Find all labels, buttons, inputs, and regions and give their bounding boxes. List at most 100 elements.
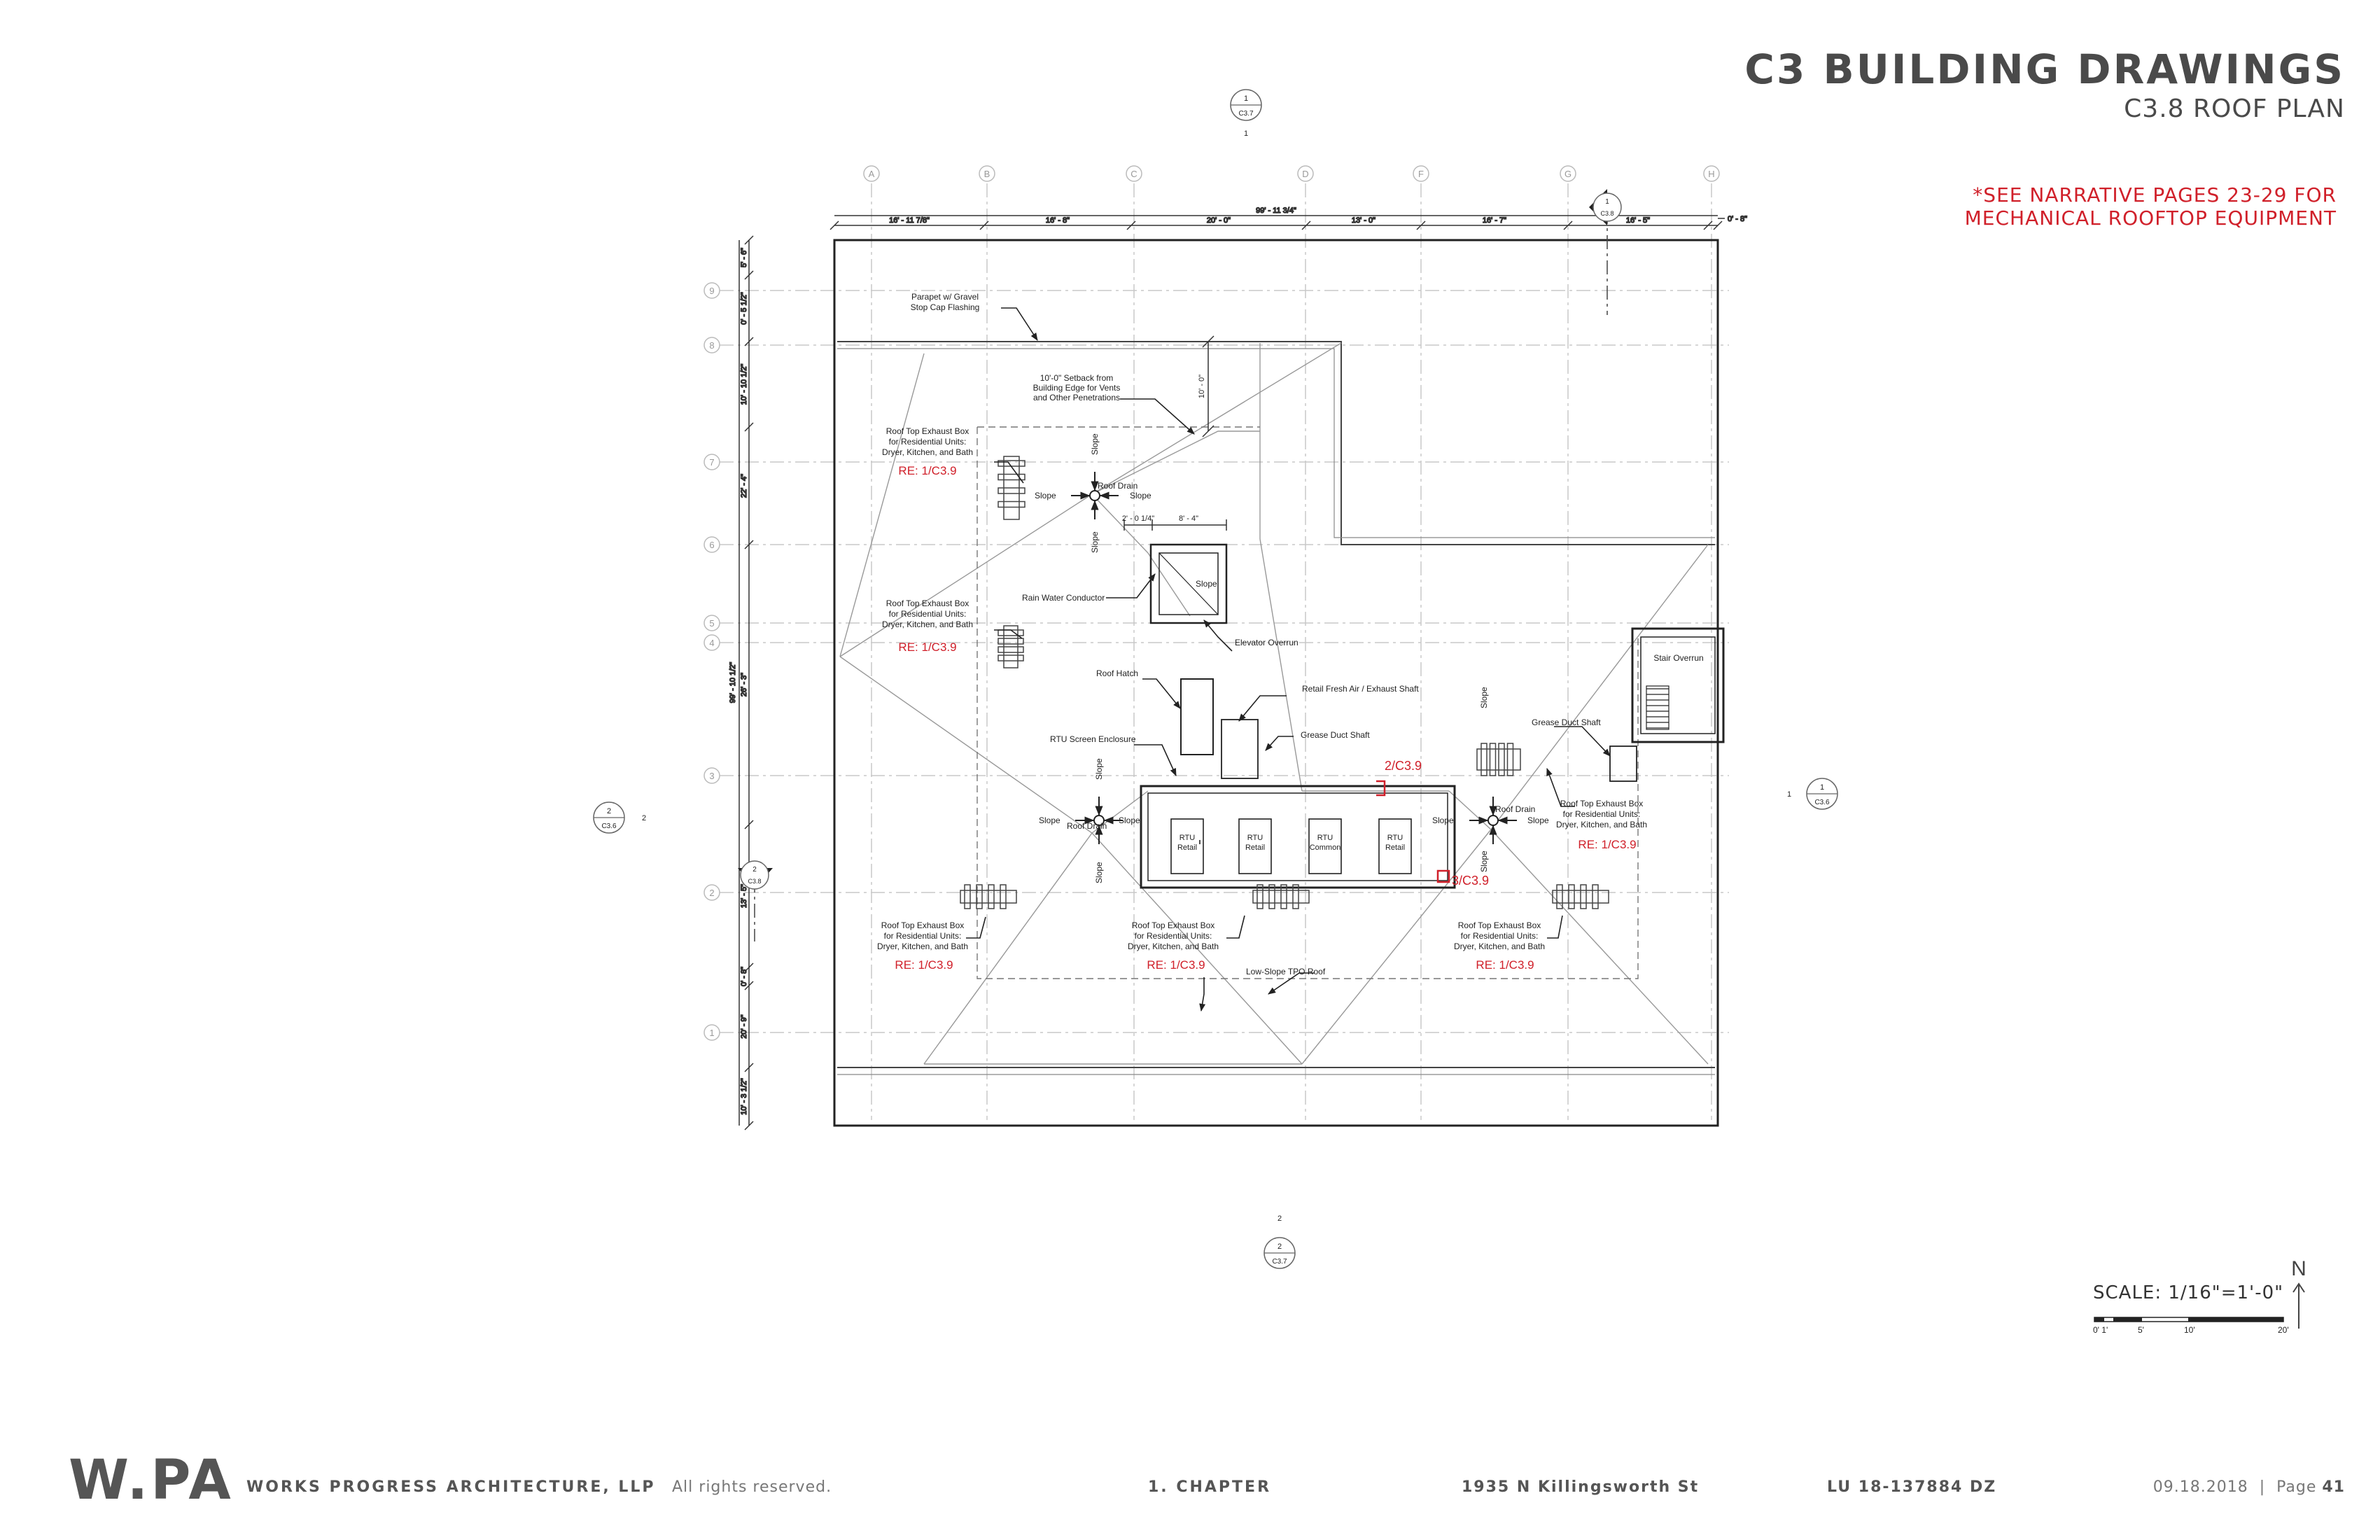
title-block: C3 BUILDING DRAWINGS C3.8 ROOF PLAN bbox=[1744, 45, 2345, 125]
exhaust-fan bbox=[997, 629, 1024, 636]
scale-tick-5: 5' bbox=[2138, 1325, 2144, 1335]
section-marker bbox=[740, 860, 769, 890]
grid-bubble bbox=[1413, 165, 1429, 182]
grease-duct-label: Grease Duct Shaft bbox=[1532, 718, 1601, 727]
exhaust-fan bbox=[1580, 884, 1587, 909]
dimension-top: 16' - 5" bbox=[1626, 216, 1650, 225]
dimension-strings: 16' - 11 7/8"16' - 8"20' - 0"13' - 0"16'… bbox=[728, 206, 1748, 1130]
exhaust-label: Roof Top Exhaust Box bbox=[886, 598, 969, 608]
rain-water-conductor-label: Rain Water Conductor bbox=[1022, 593, 1105, 603]
dimension-overall-left: 99' - 10 1/2" bbox=[729, 662, 737, 704]
setback-label: 10'-0" Setback from bbox=[1040, 373, 1114, 383]
exhaust-label: Dryer, Kitchen, and Bath bbox=[882, 620, 973, 629]
exhaust-fan bbox=[1292, 884, 1299, 909]
exhaust-label: Dryer, Kitchen, and Bath bbox=[1556, 820, 1647, 830]
grid-column-label: A bbox=[869, 169, 875, 179]
rtu-label: RTU bbox=[1317, 834, 1333, 842]
exhaust-fan bbox=[1592, 884, 1599, 909]
firm-name: WORKS PROGRESS ARCHITECTURE, LLP bbox=[246, 1478, 656, 1496]
dimension-right: 0' - 8" bbox=[1728, 215, 1747, 223]
slope-lines bbox=[839, 342, 1709, 1065]
exhaust-label: Dryer, Kitchen, and Bath bbox=[1128, 941, 1219, 951]
dimension-left: 10' - 3 1/2" bbox=[740, 1078, 748, 1115]
exhaust-label: for Residential Units: bbox=[884, 931, 962, 941]
setback-dimension-label: 10' - 0" bbox=[1198, 374, 1206, 398]
section-number: 2 bbox=[752, 866, 757, 874]
grid-row-label: 6 bbox=[709, 540, 714, 550]
slope-label: Slope bbox=[1527, 816, 1549, 825]
grid-column-label: H bbox=[1708, 169, 1714, 179]
dimension-left: 5' - 6" bbox=[740, 248, 748, 267]
firm-logo: W.PA bbox=[69, 1449, 234, 1512]
grid-row-label: 9 bbox=[709, 286, 714, 296]
exhaust-fan bbox=[1480, 743, 1488, 776]
exhaust-label: for Residential Units: bbox=[889, 609, 967, 619]
shaft-dimension-b: 8' - 4" bbox=[1179, 514, 1198, 523]
roof-drain-label: Roof Drain bbox=[1067, 821, 1107, 831]
exhaust-fan bbox=[1556, 884, 1563, 909]
exhaust-fan bbox=[997, 638, 1024, 645]
grid-bubble bbox=[704, 884, 720, 901]
scale-tick-20: 20' bbox=[2278, 1325, 2289, 1335]
grid-bubble bbox=[863, 165, 880, 182]
exhaust-fan bbox=[997, 646, 1024, 653]
rtu-unit bbox=[1308, 818, 1342, 874]
slope-label: Slope bbox=[1035, 491, 1056, 500]
setback-label: Building Edge for Vents bbox=[1033, 383, 1121, 393]
slope-label: Slope bbox=[1090, 433, 1100, 455]
parapet-label: Parapet w/ Gravel bbox=[911, 292, 979, 302]
exhaust-fan bbox=[997, 487, 1026, 494]
grid-lines bbox=[720, 183, 1729, 1120]
section-number: 2 bbox=[1278, 1242, 1282, 1251]
project-address: 1935 N Killingsworth St bbox=[1462, 1478, 1700, 1496]
grease-shaft bbox=[1609, 746, 1637, 782]
low-slope-roof-label: Low-Slope TPO Roof bbox=[1246, 967, 1326, 976]
scale-tick-10: 10' bbox=[2184, 1325, 2195, 1335]
exhaust-label: Dryer, Kitchen, and Bath bbox=[1454, 941, 1545, 951]
section-sheet: C3.6 bbox=[601, 822, 617, 830]
roof-drain-label: Roof Drain bbox=[1495, 804, 1535, 814]
exhaust-fan bbox=[1280, 884, 1287, 909]
grid-column-label: D bbox=[1302, 169, 1308, 179]
detail-ref-3: 3/C3.9 bbox=[1452, 874, 1489, 888]
slope-label: Slope bbox=[1432, 816, 1454, 825]
parapet-lines bbox=[837, 341, 1715, 1075]
exhaust-label: Roof Top Exhaust Box bbox=[1560, 799, 1644, 808]
dimension-left: 0' - 8" bbox=[740, 967, 748, 986]
exhaust-fan bbox=[1506, 743, 1514, 776]
elevator-overrun-label: Elevator Overrun bbox=[1235, 638, 1298, 648]
section-number: 1 bbox=[1820, 783, 1824, 792]
grid-bubble bbox=[979, 165, 995, 182]
exhaust-fan bbox=[1489, 743, 1497, 776]
grid-column-label: C bbox=[1130, 169, 1137, 179]
grid-row-label: 3 bbox=[709, 771, 714, 781]
rtu-enclosure-label: RTU Screen Enclosure bbox=[1050, 734, 1136, 744]
grid-bubble bbox=[704, 1024, 720, 1041]
note-line-1: *SEE NARRATIVE PAGES 23-29 FOR bbox=[1973, 183, 2337, 206]
grid-bubble bbox=[704, 454, 720, 470]
slope-label: Slope bbox=[1119, 816, 1140, 825]
footer: W.PA WORKS PROGRESS ARCHITECTURE, LLP Al… bbox=[0, 1449, 2380, 1512]
setback-dimension bbox=[1124, 335, 1227, 531]
drawing-set-title: C3 BUILDING DRAWINGS bbox=[1744, 46, 2345, 93]
exhaust-fan bbox=[1568, 884, 1575, 909]
grid-row-label: 1 bbox=[709, 1028, 714, 1038]
rtu-type: Common bbox=[1310, 844, 1341, 852]
note-line-2: MECHANICAL ROOFTOP EQUIPMENT bbox=[1964, 206, 2337, 230]
grid-bubble bbox=[704, 615, 720, 631]
slope-label: Slope bbox=[1479, 687, 1489, 708]
grease-duct-label: Grease Duct Shaft bbox=[1301, 730, 1370, 740]
dimension-left: 22' - 4" bbox=[740, 474, 748, 498]
grid-bubble bbox=[704, 536, 720, 553]
rtu-type: Retail bbox=[1177, 844, 1197, 852]
exhaust-label: Roof Top Exhaust Box bbox=[1458, 920, 1541, 930]
grid-bubble bbox=[1560, 165, 1576, 182]
grid-bubble bbox=[1297, 165, 1314, 182]
exhaust-label: Dryer, Kitchen, and Bath bbox=[877, 941, 968, 951]
slope-label: Slope bbox=[1196, 579, 1217, 589]
setback-line bbox=[976, 426, 1639, 979]
exhaust-fan bbox=[988, 884, 995, 909]
